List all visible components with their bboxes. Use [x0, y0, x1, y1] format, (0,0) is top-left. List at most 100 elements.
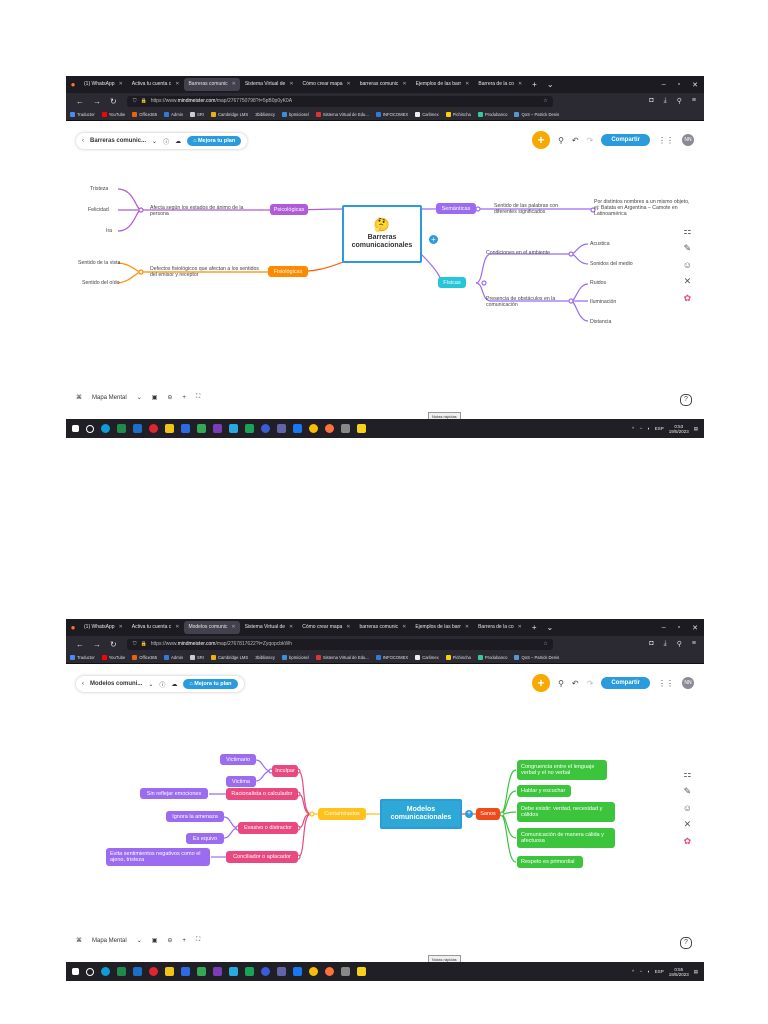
- color-palette-icon[interactable]: ✿: [683, 293, 692, 303]
- app-icon[interactable]: [197, 424, 206, 433]
- search-icon[interactable]: [86, 424, 94, 433]
- view-mode-select[interactable]: Mapa Mental: [92, 394, 127, 401]
- menu-icon[interactable]: ≡: [691, 97, 696, 104]
- map-title[interactable]: Barreras comunic...: [90, 138, 147, 144]
- bookmark-produbanco[interactable]: Produbanco: [477, 112, 507, 117]
- node-sin-reflejar[interactable]: Sin reflejar emociones: [140, 788, 208, 799]
- node-inculpar[interactable]: Inculpar: [272, 765, 298, 777]
- cloud-icon[interactable]: ☁: [175, 138, 182, 145]
- bookmark-sri[interactable]: SRI: [189, 112, 204, 117]
- node-congruencia[interactable]: Congruencia entre el lenguaje verbal y e…: [517, 760, 607, 780]
- chevron-down-icon[interactable]: ⌄: [546, 623, 554, 632]
- tab-barrera-de-la[interactable]: Barrera de la co✕: [474, 78, 526, 91]
- node-debe-existir[interactable]: Debe existir: verdad, necesidad y cálido…: [517, 802, 615, 822]
- teams-icon[interactable]: [277, 424, 286, 433]
- close-window-icon[interactable]: ✕: [692, 81, 698, 89]
- app-icon[interactable]: [261, 967, 270, 976]
- node-contaminados[interactable]: Contaminados: [318, 808, 366, 820]
- presentation-icon[interactable]: ▣: [151, 395, 158, 401]
- bookmark-sri[interactable]: SRI: [189, 655, 204, 660]
- node-felicidad[interactable]: Felicidad: [88, 207, 109, 213]
- new-tab-icon[interactable]: +: [531, 623, 537, 632]
- sticky-notes-icon[interactable]: [357, 967, 366, 976]
- close-icon[interactable]: ✕: [402, 81, 407, 87]
- map-layout-icon[interactable]: ⚏: [683, 769, 692, 779]
- app-icon[interactable]: [245, 967, 254, 976]
- chevron-down-icon[interactable]: ⌄: [136, 938, 142, 944]
- bookmark-youtube[interactable]: YouTube: [101, 655, 125, 660]
- network-icon[interactable]: ◔: [639, 426, 642, 431]
- undo-icon[interactable]: ↶: [571, 678, 579, 688]
- tab-activa[interactable]: Activa tu cuenta c✕: [128, 621, 184, 634]
- bookmark-pichincha[interactable]: Pichincha: [445, 112, 471, 117]
- search-icon[interactable]: ⚲: [558, 678, 564, 688]
- bookmark-office365[interactable]: Office365: [132, 112, 157, 117]
- node-ruidos[interactable]: Ruidos: [590, 280, 607, 286]
- node-evita[interactable]: Evita sentimientos negativos como el aje…: [106, 848, 210, 866]
- map-title[interactable]: Modelos comuni...: [90, 681, 143, 687]
- bookmark-admin[interactable]: Admin: [164, 655, 183, 660]
- chevron-down-icon[interactable]: ⌄: [152, 138, 158, 145]
- windows-start-icon[interactable]: [72, 425, 79, 432]
- notification-icon[interactable]: ▤: [693, 968, 698, 974]
- redo-icon[interactable]: ↷: [586, 135, 594, 145]
- bookmark-produbanco[interactable]: Produbanco: [477, 655, 507, 660]
- connect-icon[interactable]: ✕: [683, 276, 692, 286]
- close-icon[interactable]: ✕: [118, 624, 123, 630]
- app-icon[interactable]: [245, 424, 254, 433]
- bookmark-infocomex[interactable]: INFOCOMEX: [375, 112, 408, 117]
- onenote-icon[interactable]: [213, 424, 222, 433]
- upgrade-button[interactable]: ⌂ Mejora tu plan: [187, 136, 242, 146]
- tab-barreras-comunic[interactable]: barreras comunic✕: [355, 621, 410, 634]
- bookmark-traductor[interactable]: Traductor: [70, 655, 95, 660]
- share-button[interactable]: Compartir: [601, 677, 650, 689]
- opera-icon[interactable]: [149, 424, 158, 433]
- node-conciliador[interactable]: Conciliador o aplacador: [226, 851, 298, 863]
- reload-icon[interactable]: ↻: [110, 96, 117, 106]
- bookmark-sistema-virtual[interactable]: Sistema Virtual de Edu...: [315, 112, 369, 117]
- share-button[interactable]: Compartir: [601, 134, 650, 146]
- semanticas-desc[interactable]: Sentido de las palabras con diferentes s…: [494, 203, 559, 215]
- color-palette-icon[interactable]: ✿: [683, 836, 692, 846]
- star-icon[interactable]: ☆: [543, 98, 548, 104]
- fit-screen-icon[interactable]: ⛶: [195, 394, 201, 400]
- firefox-icon[interactable]: [325, 967, 334, 976]
- opera-icon[interactable]: [149, 967, 158, 976]
- info-icon[interactable]: ⓘ: [163, 139, 170, 146]
- close-icon[interactable]: ✕: [175, 81, 180, 87]
- app-icon[interactable]: [341, 967, 350, 976]
- upgrade-button[interactable]: ⌂ Mejora tu plan: [183, 679, 238, 689]
- firefox-icon[interactable]: [325, 424, 334, 433]
- close-window-icon[interactable]: ✕: [692, 624, 698, 632]
- app-icon[interactable]: [229, 424, 238, 433]
- tab-ejemplos[interactable]: Ejemplos de las barr✕: [412, 78, 474, 91]
- avatar[interactable]: NN: [682, 134, 694, 146]
- node-evasivo[interactable]: Evasivo o distractor: [238, 822, 298, 834]
- language-indicator[interactable]: ESP: [654, 426, 664, 431]
- redo-icon[interactable]: ↷: [586, 678, 594, 688]
- files-icon[interactable]: [165, 967, 174, 976]
- back-icon[interactable]: ‹: [82, 681, 84, 687]
- close-icon[interactable]: ✕: [346, 81, 351, 87]
- search-icon[interactable]: ⚲: [558, 135, 564, 145]
- outlook-icon[interactable]: [133, 967, 142, 976]
- help-icon[interactable]: ?: [680, 394, 692, 406]
- node-ignora[interactable]: Ignora la amenaza: [166, 811, 224, 822]
- excel-icon[interactable]: [117, 424, 126, 433]
- tab-ejemplos[interactable]: Ejemplos de las barr✕: [411, 621, 473, 634]
- node-respeto[interactable]: Respeto es primordial: [517, 856, 583, 868]
- chevron-down-icon[interactable]: ⌄: [148, 681, 154, 688]
- add-node-button[interactable]: +: [532, 674, 551, 692]
- bookmark-3bibliotecy[interactable]: 3bibliotecy: [255, 112, 276, 117]
- bookmark-pichincha[interactable]: Pichincha: [445, 655, 471, 660]
- add-child-icon[interactable]: +: [429, 235, 438, 244]
- node-distancia[interactable]: Distancia: [590, 319, 612, 325]
- bookmark-traductor[interactable]: Traductor: [70, 112, 95, 117]
- style-icon[interactable]: ✎: [683, 243, 692, 253]
- node-sanos[interactable]: Sanos: [476, 808, 500, 820]
- back-icon[interactable]: ←: [76, 639, 84, 649]
- close-icon[interactable]: ✕: [465, 81, 470, 87]
- node-sentido-oido[interactable]: Sentido del oído: [82, 280, 120, 286]
- tab-activa[interactable]: Activa tu cuenta c✕: [128, 78, 184, 91]
